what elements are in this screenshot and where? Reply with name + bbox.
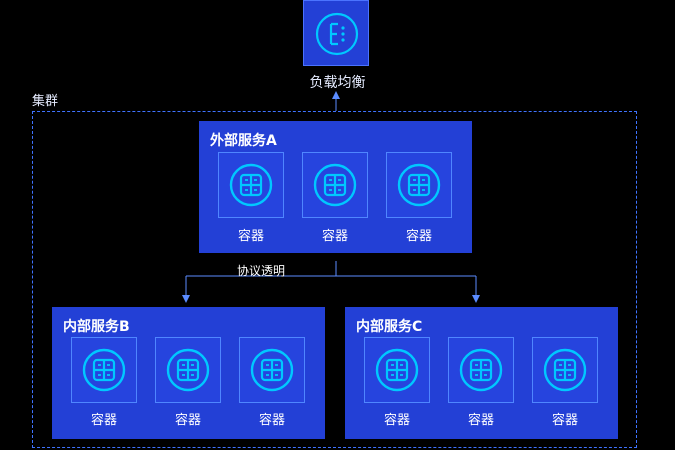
container-label: 容器 <box>321 229 348 244</box>
container-icon <box>397 163 441 207</box>
service-a: 外部服务A 容器 容器 容器 <box>199 121 472 253</box>
container-node <box>532 337 598 403</box>
container-icon <box>313 163 357 207</box>
service-a-title: 外部服务A <box>210 133 277 149</box>
container-node <box>364 337 430 403</box>
container-icon <box>250 348 294 392</box>
container-label: 容器 <box>551 413 578 428</box>
load-balancer-node <box>303 0 369 66</box>
service-b-title: 内部服务B <box>63 319 130 335</box>
container-icon <box>543 348 587 392</box>
container-icon <box>82 348 126 392</box>
service-c-title: 内部服务C <box>356 319 423 335</box>
container-label: 容器 <box>405 229 432 244</box>
connector-label: 协议透明 <box>237 264 286 278</box>
container-node <box>155 337 221 403</box>
service-c: 内部服务C 容器 容器 容器 <box>345 307 618 439</box>
container-label: 容器 <box>383 413 410 428</box>
container-label: 容器 <box>174 413 201 428</box>
container-label: 容器 <box>258 413 285 428</box>
container-icon <box>375 348 419 392</box>
container-node <box>386 152 452 218</box>
container-icon <box>459 348 503 392</box>
container-label: 容器 <box>467 413 494 428</box>
container-icon <box>229 163 273 207</box>
container-node <box>302 152 368 218</box>
container-label: 容器 <box>90 413 117 428</box>
container-icon <box>166 348 210 392</box>
container-label: 容器 <box>237 229 264 244</box>
load-balancer-label: 负载均衡 <box>309 75 366 91</box>
container-node <box>218 152 284 218</box>
container-node <box>239 337 305 403</box>
container-node <box>448 337 514 403</box>
service-b: 内部服务B 容器 容器 容器 <box>52 307 325 439</box>
cluster-boundary <box>32 111 637 448</box>
cluster-label: 集群 <box>32 94 59 109</box>
container-node <box>71 337 137 403</box>
load-balancer-icon <box>315 12 359 56</box>
